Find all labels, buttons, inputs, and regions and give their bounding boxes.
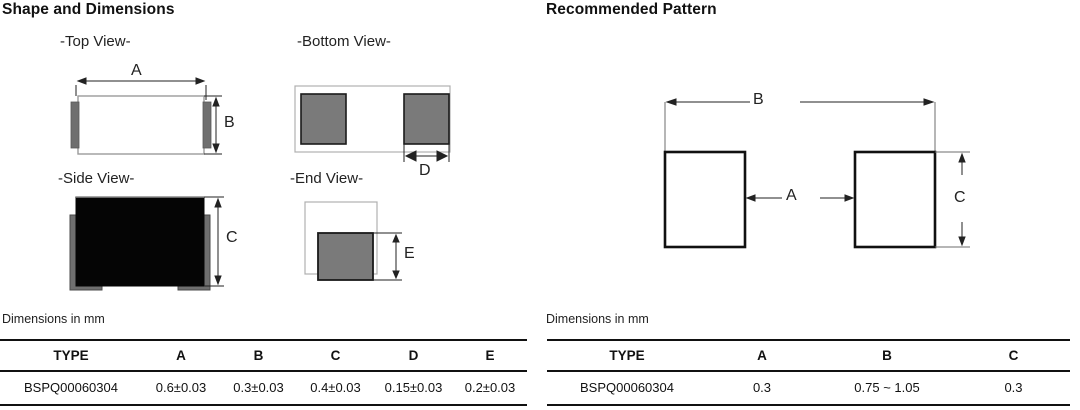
right-section-title: Recommended Pattern <box>546 1 717 18</box>
end-view-drawing: E <box>280 170 480 305</box>
table-row: BSPQ00060304 0.3 0.75 ~ 1.05 0.3 <box>547 370 1070 404</box>
dim-a-group <box>75 77 207 100</box>
side-view-drawing: C <box>0 170 260 305</box>
dim-e-label: E <box>404 245 415 262</box>
dim-d-group <box>403 144 450 162</box>
dim-c-label: C <box>226 229 238 246</box>
side-view-svg <box>69 196 224 291</box>
pattern-header-b: B <box>882 348 892 363</box>
table-header-row: TYPE A B C <box>547 341 1070 370</box>
recommended-pattern-panel: Recommended Pattern <box>540 0 1080 410</box>
pattern-cell-a: 0.3 <box>752 379 772 395</box>
left-section-title: Shape and Dimensions <box>2 1 175 18</box>
dim-b-group <box>204 95 222 155</box>
dimensions-header-c: C <box>330 348 341 363</box>
side-view-label: -Side View- <box>58 170 135 187</box>
dimensions-cell-a: 0.6±0.03 <box>155 379 207 395</box>
top-view-svg <box>70 77 222 155</box>
dimensions-table: TYPE A B C D E BSPQ00060304 0.6±0.03 0.3±0.03 0.… <box>0 341 527 404</box>
pattern-header-c: C <box>1008 348 1019 363</box>
pattern-header-type: TYPE <box>609 348 645 363</box>
dimensions-header-e: E <box>485 348 495 363</box>
shape-and-dimensions-panel: Shape and Dimensions -Top View- -Bottom … <box>0 0 527 407</box>
dimensions-cell-c: 0.4±0.03 <box>310 379 361 395</box>
dim-c-group <box>204 196 224 287</box>
bottom-view-svg <box>294 85 451 162</box>
dimensions-cell-d: 0.15±0.03 <box>384 379 443 395</box>
pattern-svg <box>663 98 970 249</box>
dim-d-label: D <box>419 162 431 179</box>
dimensions-header-type: TYPE <box>53 348 89 363</box>
left-table-rule-top <box>0 339 527 342</box>
right-units-note: Dimensions in mm <box>546 312 649 326</box>
pattern-dim-a-group <box>745 194 855 202</box>
right-table-rule-top <box>547 339 1070 342</box>
pattern-dim-b-group <box>665 98 935 106</box>
pattern-dim-a-label: A <box>786 187 797 204</box>
left-units-note: Dimensions in mm <box>2 312 105 326</box>
left-table-rule-mid <box>0 370 527 373</box>
bottom-view-drawing: D <box>280 0 510 180</box>
pattern-dim-b-label: B <box>753 91 764 108</box>
dim-a-label: A <box>131 62 142 79</box>
pattern-cell-type: BSPQ00060304 <box>580 379 674 395</box>
dim-b-label: B <box>224 114 235 131</box>
dimensions-cell-e: 0.2±0.03 <box>464 379 516 395</box>
right-table-rule-mid <box>547 370 1070 373</box>
end-view-label: -End View- <box>290 170 364 187</box>
left-table-rule-bottom <box>0 404 527 407</box>
pattern-header-a: A <box>757 348 767 363</box>
dimensions-header-a: A <box>176 348 186 363</box>
pattern-cell-b: 0.75 ~ 1.05 <box>854 379 920 395</box>
top-view-drawing: A B <box>0 0 260 175</box>
dimensions-cell-type: BSPQ00060304 <box>24 379 118 395</box>
dimensions-cell-b: 0.3±0.03 <box>233 379 284 395</box>
table-header-row: TYPE A B C D E <box>0 341 527 370</box>
pattern-table: TYPE A B C BSPQ00060304 0.3 0.75 ~ 1.05 0.3 <box>547 341 1070 404</box>
pattern-dim-c-group <box>958 152 966 247</box>
pattern-cell-c: 0.3 <box>1004 379 1023 395</box>
dimensions-header-b: B <box>253 348 264 363</box>
end-view-svg <box>304 201 402 281</box>
dimensions-header-d: D <box>408 348 419 363</box>
pattern-c-extension-lines <box>935 151 970 248</box>
table-row: BSPQ00060304 0.6±0.03 0.3±0.03 0.4±0.03 0.15… <box>0 370 527 404</box>
dim-e-group <box>373 232 402 281</box>
top-view-label: -Top View- <box>60 33 131 50</box>
bottom-view-label: -Bottom View- <box>297 33 391 50</box>
right-table-rule-bottom <box>547 404 1070 407</box>
recommended-pattern-drawing: B A C <box>640 80 1020 280</box>
pattern-dim-c-label: C <box>954 189 966 206</box>
pattern-extension-lines <box>664 102 936 155</box>
